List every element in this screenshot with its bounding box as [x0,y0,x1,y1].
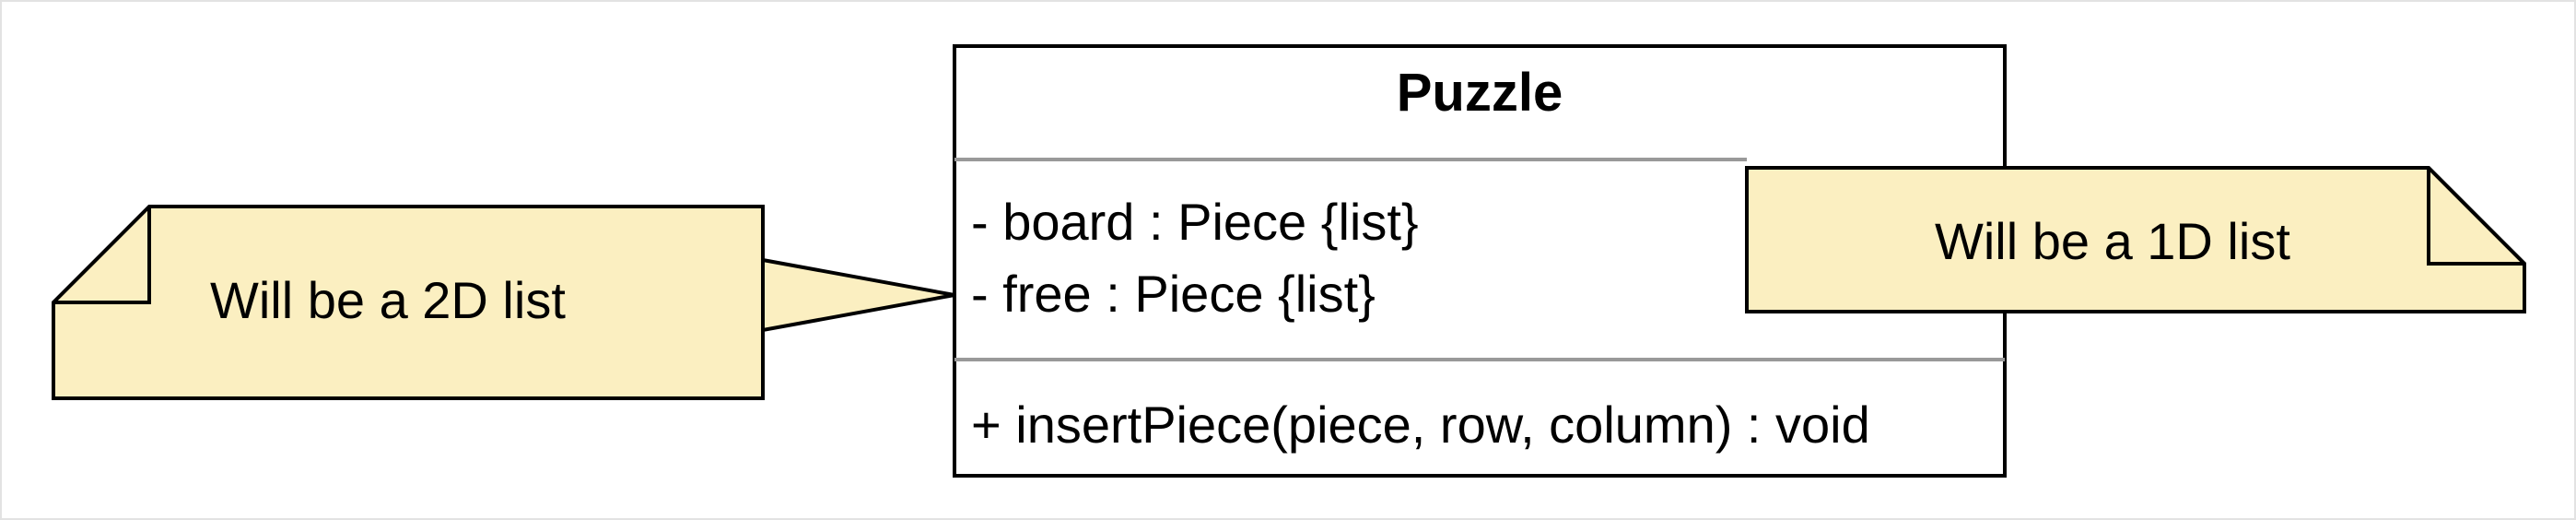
right-note-overlay: Will be a 1D list [1745,166,2526,313]
operation-insert-piece: + insertPiece(piece, row, column) : void [971,396,1870,454]
left-note-text: Will be a 2D list [210,271,566,329]
right-note-overlay-text: Will be a 1D list [1935,212,2290,270]
right-note-overlay-body [1745,166,2526,313]
left-note-fold [53,207,151,304]
attribute-free: - free : Piece {list} [971,265,1376,323]
left-note[interactable]: Will be a 2D list [52,205,765,400]
left-note-body [52,205,765,400]
class-name: Puzzle [1397,63,1563,123]
right-note-overlay-fold [2427,168,2524,266]
attribute-board: - board : Piece {list} [971,193,1419,251]
